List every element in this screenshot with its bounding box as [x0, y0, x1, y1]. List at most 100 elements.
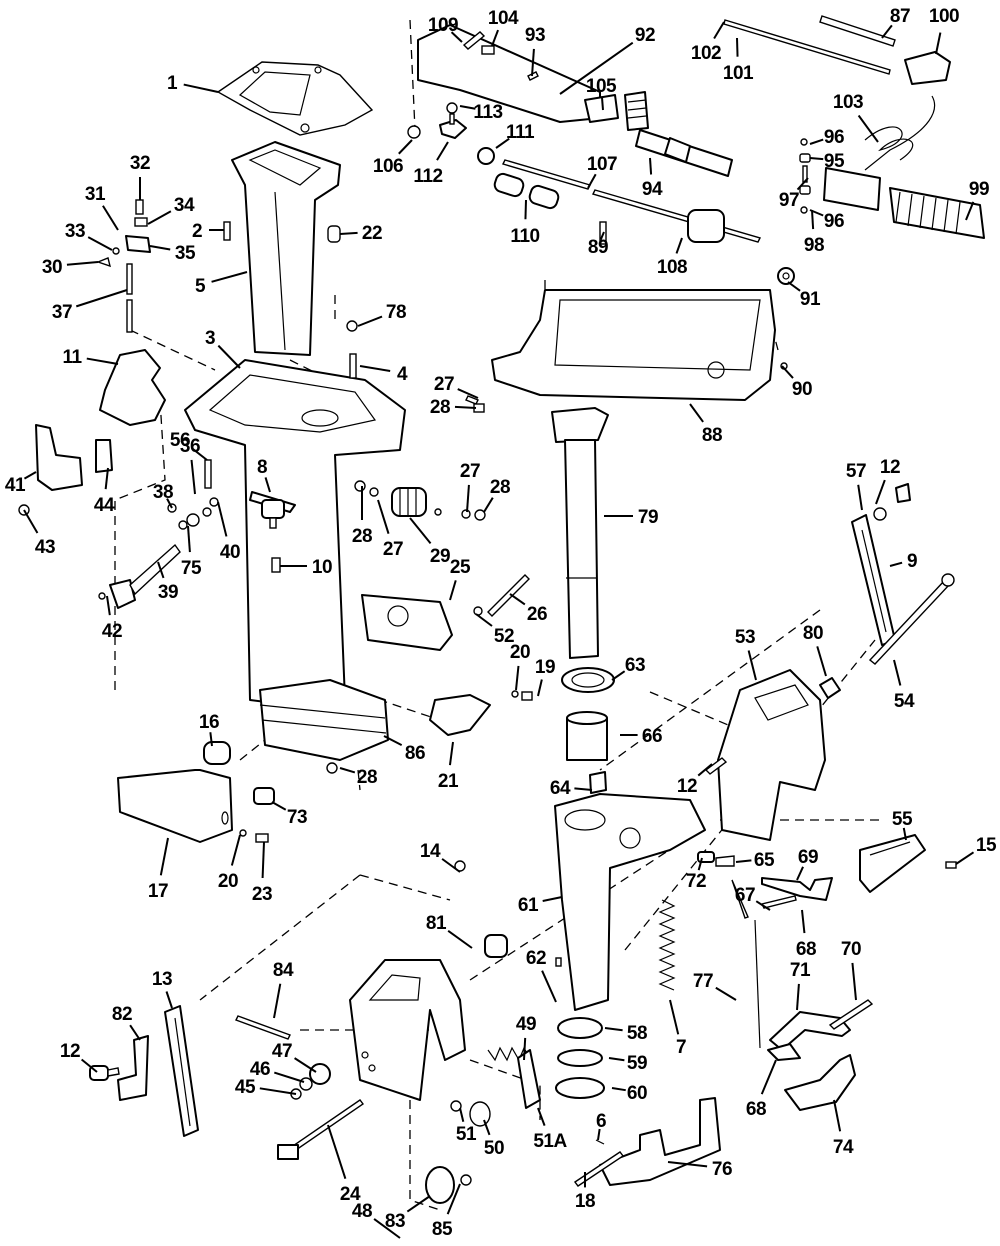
- part-number-label: 77: [693, 971, 713, 992]
- leader-line: [965, 201, 975, 221]
- part-number-label: 85: [432, 1219, 453, 1240]
- part-number-label: 25: [450, 557, 471, 578]
- callout-24: 24: [327, 1124, 361, 1205]
- callout-96: 96: [809, 209, 845, 232]
- callout-60: 60: [611, 1083, 648, 1104]
- callout-37: 37: [52, 289, 128, 323]
- leader-line: [187, 525, 191, 553]
- leader-line: [217, 501, 228, 537]
- leader-line: [509, 593, 526, 606]
- part-number-label: 28: [357, 767, 377, 788]
- part-number-label: 103: [833, 92, 863, 113]
- part-number-label: 89: [588, 237, 608, 258]
- part-number-label: 76: [712, 1159, 732, 1180]
- callout-6: 6: [596, 1111, 607, 1141]
- leader-line: [409, 517, 432, 544]
- leader-line: [809, 157, 824, 161]
- leader-line: [604, 1027, 623, 1032]
- callout-79: 79: [604, 507, 659, 528]
- leader-line: [816, 646, 827, 677]
- callout-92: 92: [559, 25, 656, 95]
- part-number-label: 9: [907, 551, 917, 572]
- callout-27: 27: [460, 461, 481, 513]
- callout-47: 47: [272, 1041, 317, 1073]
- callout-70: 70: [841, 939, 862, 1001]
- callout-48: 48: [352, 1201, 401, 1239]
- part-number-label: 107: [587, 154, 617, 175]
- callout-82: 82: [112, 1004, 141, 1041]
- leader-line: [457, 388, 479, 399]
- callout-28: 28: [483, 477, 511, 513]
- callout-102: 102: [691, 21, 725, 64]
- leader-line: [787, 281, 801, 292]
- part-number-label: 69: [798, 847, 818, 868]
- callout-27: 27: [377, 499, 404, 560]
- leader-line: [23, 509, 39, 534]
- callout-8: 8: [257, 457, 271, 493]
- part-number-label: 28: [490, 477, 510, 498]
- part-number-label: 27: [434, 374, 454, 395]
- part-number-label: 11: [62, 347, 82, 368]
- leader-line: [669, 999, 680, 1035]
- callout-52: 52: [475, 613, 515, 647]
- part-handle-bracket: [117, 741, 338, 843]
- callout-85: 85: [432, 1183, 461, 1240]
- part-steering-tube: [551, 407, 609, 659]
- callout-33: 33: [65, 221, 113, 251]
- part-clamp-hardware: [235, 1015, 491, 1204]
- part-number-label: 17: [148, 881, 168, 902]
- leader-line: [104, 467, 109, 490]
- leader-line: [106, 595, 111, 616]
- part-number-label: 54: [894, 691, 915, 712]
- leader-line: [851, 962, 857, 1001]
- callout-98: 98: [804, 209, 825, 256]
- part-number-label: 60: [627, 1083, 647, 1104]
- leader-line: [902, 827, 907, 841]
- callout-17: 17: [148, 837, 169, 902]
- part-number-label: 68: [746, 1099, 766, 1120]
- part-number-label: 56: [170, 430, 190, 451]
- leader-line: [955, 851, 975, 865]
- leader-line: [436, 141, 449, 161]
- leader-line: [454, 405, 477, 409]
- part-number-label: 72: [686, 871, 706, 892]
- callout-66: 66: [620, 726, 663, 747]
- part-number-label: 33: [65, 221, 85, 242]
- part-number-label: 50: [484, 1138, 504, 1159]
- leader-line: [339, 231, 358, 235]
- callout-14: 14: [420, 841, 461, 873]
- leader-line: [697, 763, 713, 777]
- leader-line: [811, 209, 815, 230]
- callout-83: 83: [385, 1195, 431, 1232]
- part-number-label: 12: [677, 776, 697, 797]
- part-stop-switch: [723, 15, 951, 171]
- part-number-label: 64: [550, 778, 571, 799]
- leader-line: [611, 670, 626, 681]
- part-number-label: 20: [510, 642, 530, 663]
- leader-line: [190, 459, 196, 495]
- leader-line: [398, 139, 413, 155]
- callout-26: 26: [509, 593, 548, 625]
- part-number-label: 49: [516, 1014, 536, 1035]
- callout-41: 41: [5, 471, 37, 496]
- part-number-label: 4: [397, 364, 408, 385]
- callout-51A: 51A: [533, 1107, 568, 1152]
- callout-25: 25: [449, 557, 471, 601]
- leader-line: [537, 1107, 546, 1126]
- callout-49: 49: [516, 1014, 537, 1061]
- part-number-label: 44: [94, 495, 115, 516]
- part-number-label: 87: [890, 6, 910, 27]
- leader-line: [587, 173, 597, 189]
- leader-line: [559, 41, 634, 95]
- leader-line: [149, 245, 171, 251]
- callout-12: 12: [875, 457, 901, 505]
- leader-line: [833, 1099, 842, 1132]
- callout-27: 27: [434, 374, 479, 399]
- leader-line: [261, 841, 265, 879]
- callout-22: 22: [339, 223, 383, 244]
- part-steering-handle: [407, 24, 649, 139]
- leader-line: [273, 983, 282, 1019]
- callout-53: 53: [735, 627, 757, 681]
- part-number-label: 86: [405, 743, 425, 764]
- callout-103: 103: [833, 92, 879, 143]
